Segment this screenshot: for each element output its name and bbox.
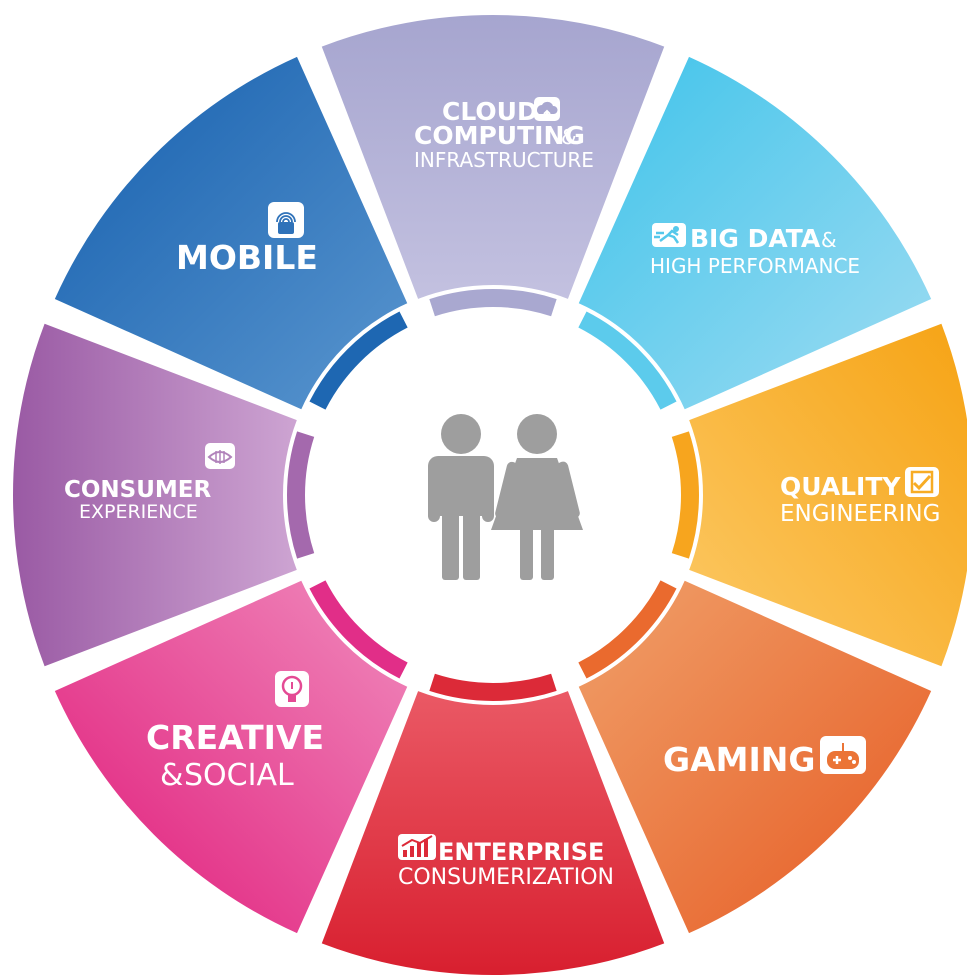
bigdata-amp: & bbox=[821, 228, 837, 252]
segment-bigdata bbox=[578, 56, 932, 410]
cloud-amp: & bbox=[561, 125, 577, 149]
inner-arc-creative bbox=[309, 580, 408, 679]
gaming-title: GAMING bbox=[663, 740, 815, 779]
segment-enterprise bbox=[321, 691, 665, 976]
cloud-title-2: COMPUTING bbox=[414, 121, 585, 150]
lightbulb-icon bbox=[275, 671, 309, 707]
quality-subtitle: ENGINEERING bbox=[780, 501, 940, 527]
cloud-title: CLOUD bbox=[442, 97, 538, 126]
mobile-title: MOBILE bbox=[176, 238, 318, 277]
segment-quality bbox=[689, 323, 967, 667]
consumer-title: CONSUMER bbox=[64, 477, 212, 503]
checkbox-icon bbox=[905, 467, 939, 497]
bigdata-title: BIG DATA bbox=[690, 224, 821, 253]
people-icon bbox=[428, 414, 583, 580]
creative-subtitle: SOCIAL bbox=[184, 758, 294, 793]
inner-arc-cloud bbox=[429, 289, 557, 317]
segment-creative bbox=[54, 580, 408, 934]
segment-cloud bbox=[321, 14, 665, 299]
inner-arc-consumer bbox=[287, 431, 315, 559]
bigdata-subtitle: HIGH PERFORMANCE bbox=[650, 254, 860, 278]
segment-enterprise-label: ENTERPRISE CONSUMERIZATION bbox=[398, 834, 614, 890]
cloud-subtitle: INFRASTRUCTURE bbox=[414, 148, 594, 172]
quality-title: QUALITY bbox=[780, 472, 901, 501]
inner-arc-quality bbox=[671, 431, 700, 559]
segment-gaming bbox=[578, 580, 932, 934]
inner-arc-gaming bbox=[578, 580, 677, 679]
eye-icon bbox=[205, 443, 235, 469]
segment-gaming-label: GAMING bbox=[663, 736, 866, 779]
inner-arc-enterprise bbox=[429, 673, 557, 702]
segment-cloud-label: CLOUD COMPUTING & INFRASTRUCTURE bbox=[414, 97, 594, 172]
enterprise-subtitle: CONSUMERIZATION bbox=[398, 865, 614, 890]
inner-arc-mobile bbox=[309, 311, 408, 410]
chart-icon bbox=[398, 834, 436, 860]
creative-amp: & bbox=[160, 758, 183, 793]
segment-mobile-label: MOBILE bbox=[176, 202, 318, 277]
segment-consumer bbox=[12, 323, 297, 667]
segments-layer bbox=[12, 14, 967, 976]
segment-quality-label: QUALITY ENGINEERING bbox=[780, 467, 940, 527]
inner-arc-bigdata bbox=[578, 311, 677, 410]
gamepad-icon bbox=[820, 736, 866, 774]
consumer-subtitle: EXPERIENCE bbox=[79, 501, 198, 523]
enterprise-title: ENTERPRISE bbox=[438, 838, 604, 866]
segment-bigdata-label: BIG DATA & HIGH PERFORMANCE bbox=[650, 223, 860, 278]
segment-creative-label: CREATIVE & SOCIAL bbox=[146, 671, 324, 793]
segment-consumer-label: CONSUMER EXPERIENCE bbox=[64, 443, 235, 523]
inner-ring bbox=[287, 289, 700, 702]
runner-icon bbox=[652, 223, 686, 247]
segment-mobile bbox=[54, 56, 408, 410]
cloud-icon bbox=[534, 97, 560, 121]
creative-title: CREATIVE bbox=[146, 718, 324, 757]
mobile-icon bbox=[268, 202, 304, 238]
